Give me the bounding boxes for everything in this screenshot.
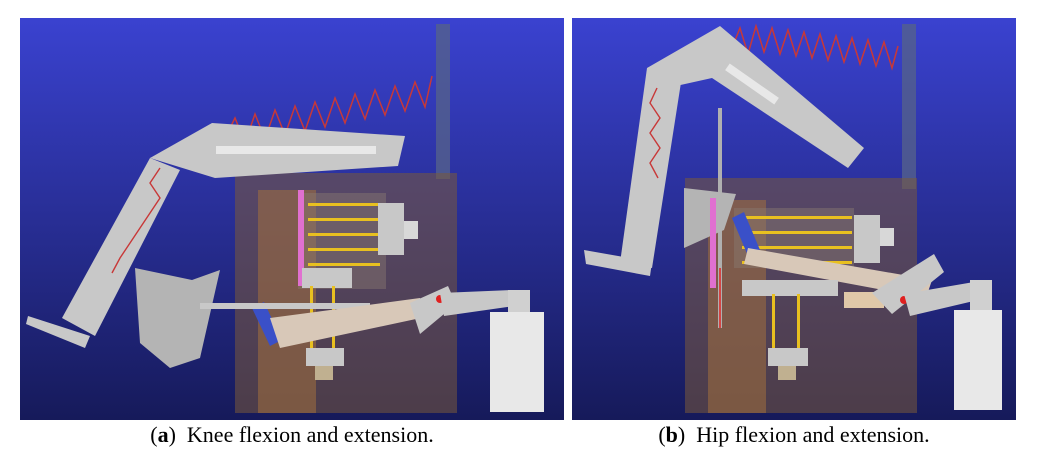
shank-spring <box>649 87 661 179</box>
hip-mechanism-render <box>572 18 1016 420</box>
housing-inner <box>258 190 316 413</box>
upright-post <box>902 24 916 189</box>
slider-rail <box>298 190 304 286</box>
base-box <box>954 310 1002 410</box>
shank-spring <box>111 167 161 274</box>
foot-plate <box>26 316 90 348</box>
motor-mount <box>378 203 404 255</box>
caption-b-text: Hip flexion and extension. <box>696 422 930 447</box>
output-arm <box>440 290 514 316</box>
base-box <box>490 312 544 412</box>
slider-rail <box>710 198 716 288</box>
rocker <box>872 254 944 314</box>
shank-link <box>62 158 180 336</box>
slider-block <box>844 292 884 308</box>
housing-inner <box>708 200 766 413</box>
base-connector <box>970 280 992 310</box>
output-arm <box>904 282 978 316</box>
lower-rod-left <box>772 294 775 362</box>
foot-plate <box>584 250 652 276</box>
lower-mount <box>768 348 808 366</box>
thigh-slot <box>216 146 376 154</box>
motor <box>404 221 418 239</box>
actuator <box>252 302 282 346</box>
upright-post <box>436 24 450 179</box>
connecting-rod <box>200 303 370 309</box>
tension-spring <box>731 23 899 71</box>
panel-a-knee-flexion-image <box>20 18 564 420</box>
cuff-block <box>135 268 220 368</box>
actuator <box>732 212 760 256</box>
lower-mount <box>306 348 344 366</box>
shank-link <box>620 68 682 268</box>
caption-b: (b) Hip flexion and extension. <box>658 422 930 447</box>
lower-motor <box>778 366 796 380</box>
guide-rods <box>308 203 380 266</box>
caption-b-label: b <box>665 422 678 447</box>
motor <box>880 228 894 246</box>
motor-mount <box>854 215 880 263</box>
knee-mechanism-render <box>20 18 564 420</box>
lower-motor <box>315 366 333 380</box>
lower-carriage <box>742 280 838 296</box>
caption-a-text: Knee flexion and extension. <box>186 422 434 447</box>
lower-carriage <box>302 268 352 288</box>
thigh-link <box>647 26 864 168</box>
panel-b-hip-flexion-image <box>572 18 1016 420</box>
crank-link <box>270 298 430 348</box>
caption-a-label: a <box>157 422 169 447</box>
thigh-slot <box>725 63 779 105</box>
caption-a: (a) Knee flexion and extension. <box>150 422 434 447</box>
lower-rod-right <box>797 294 800 362</box>
base-connector <box>508 290 530 312</box>
